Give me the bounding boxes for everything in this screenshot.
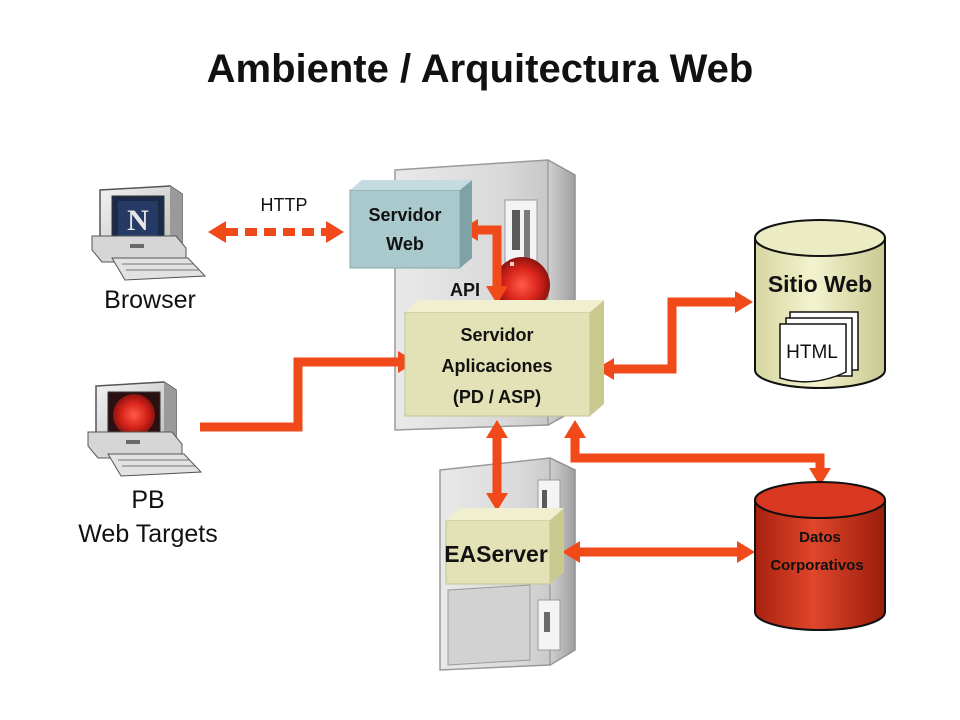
- web-server-label: Web: [386, 234, 424, 254]
- http-label: HTTP: [261, 195, 308, 215]
- app-server-label: Servidor: [460, 325, 533, 345]
- app-server-label: (PD / ASP): [453, 387, 541, 407]
- browser-label: Browser: [104, 286, 196, 314]
- webserver-to-appserver-arrow: [478, 225, 502, 286]
- app-server-label: Aplicaciones: [441, 356, 552, 376]
- website-database: Sitio Web HTML: [754, 219, 886, 389]
- page-title: Ambiente / Arquitectura Web: [207, 47, 754, 91]
- svg-text:N: N: [127, 204, 149, 237]
- pb-label: PB: [131, 486, 164, 514]
- web-server-box: Servidor Web: [349, 180, 472, 269]
- pb-monitor-icon: [87, 381, 203, 477]
- easerver-label: EAServer: [444, 541, 548, 567]
- api-label: API: [450, 280, 480, 300]
- app-server-box: Servidor Aplicaciones (PD / ASP): [404, 300, 604, 417]
- pb-to-appserver-arrow: [200, 357, 398, 432]
- html-document-icon: HTML: [779, 311, 859, 383]
- pb-label: Web Targets: [78, 520, 217, 548]
- corporate-data-label: Datos: [799, 529, 841, 546]
- netscape-monitor-icon: N: [91, 185, 207, 281]
- website-label: Sitio Web: [768, 271, 872, 297]
- corporate-data-label: Corporativos: [770, 557, 863, 574]
- html-label: HTML: [786, 342, 838, 363]
- web-server-label: Servidor: [368, 205, 441, 225]
- appserver-to-corporate-arrow: [570, 438, 825, 468]
- connector-arrows: [200, 219, 831, 563]
- easerver-box: EAServer: [444, 508, 564, 585]
- corporate-database: Datos Corporativos: [754, 481, 886, 631]
- appserver-to-website-arrow: [614, 297, 735, 374]
